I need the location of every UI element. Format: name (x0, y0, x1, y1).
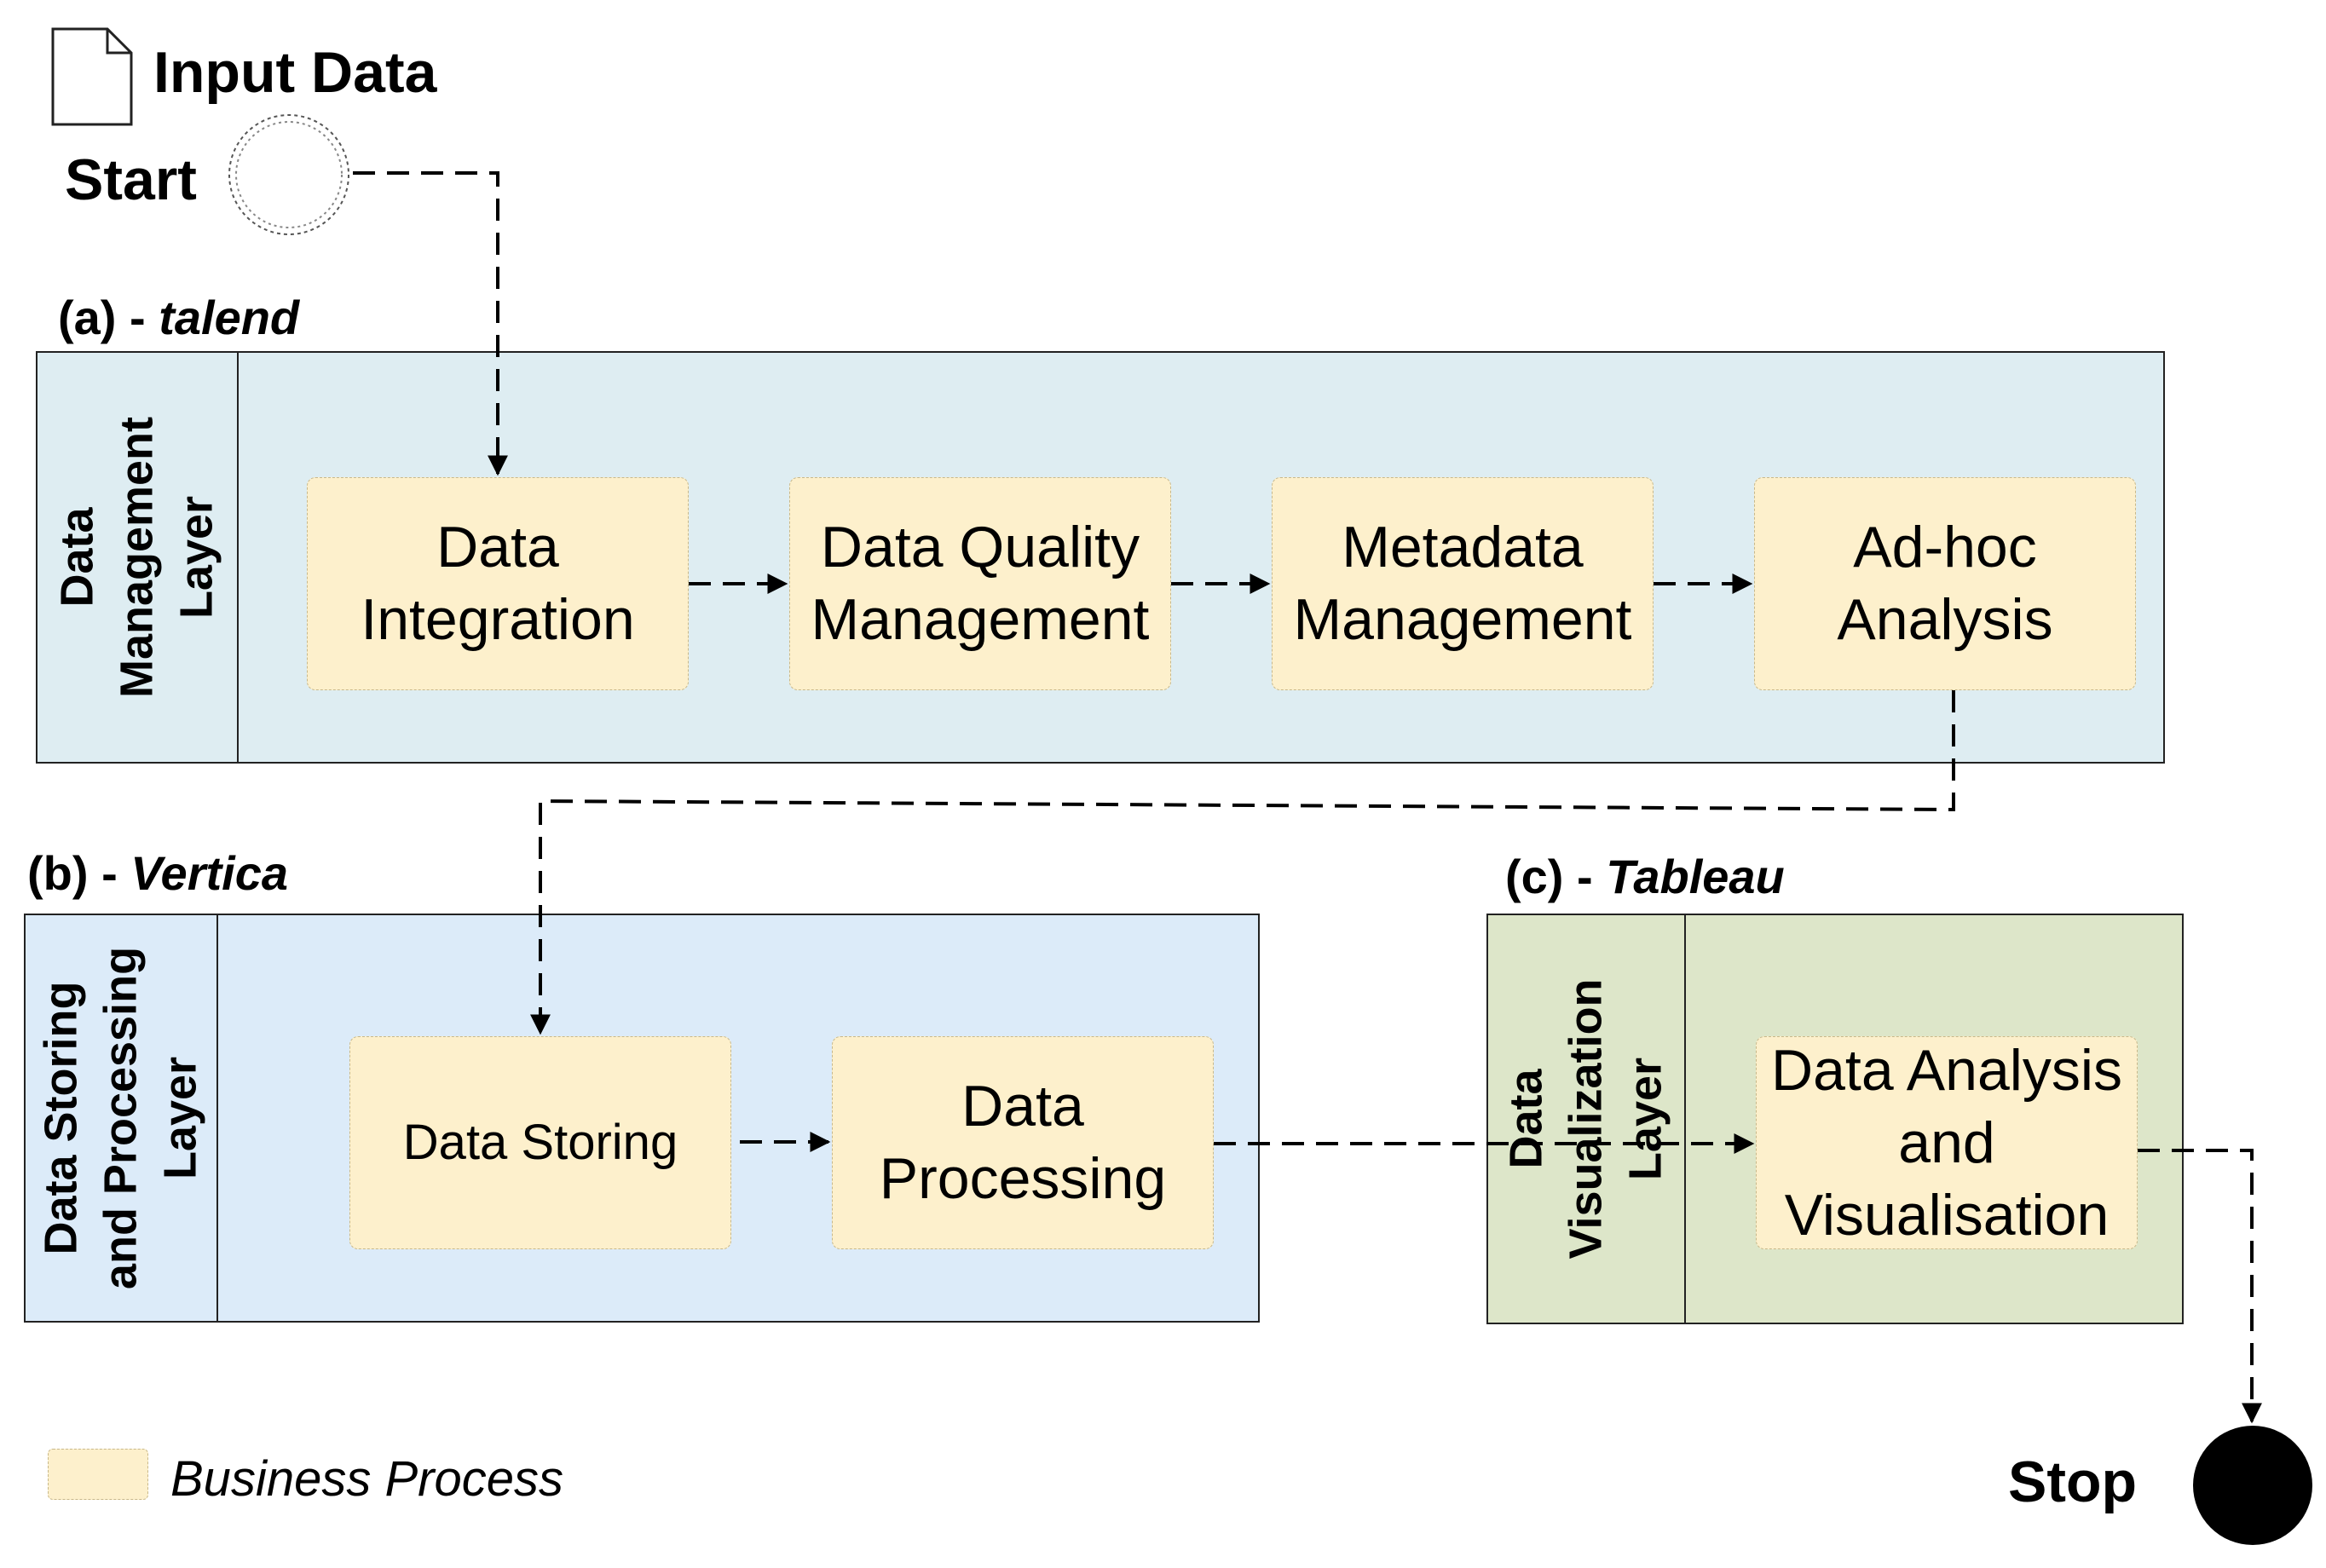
pool-b-system: Vertica (130, 846, 288, 900)
legend-swatch (48, 1449, 148, 1500)
pool-c-heading: (c) - Tableau (1505, 849, 1785, 904)
pool-c-system: Tableau (1606, 850, 1785, 903)
lane-title-data-management: Data Management Layer (48, 417, 228, 698)
task-text: Data (436, 515, 559, 579)
lane-title-line: Layer (171, 495, 223, 620)
stop-event-icon (2193, 1426, 2312, 1545)
task-data-storing[interactable]: Data Storing (349, 1036, 731, 1249)
pool-b-prefix: (b) - (27, 846, 131, 900)
task-text: Data Storing (402, 1114, 678, 1170)
lane-title-data-storing: Data Storing and Processing Layer (32, 947, 211, 1289)
stop-label: Stop (2008, 1450, 2138, 1514)
pool-b-heading: (b) - Vertica (27, 845, 288, 901)
lane-title-line: and Processing (95, 946, 147, 1290)
pool-a-prefix: (a) - (58, 291, 159, 344)
lane-title-line: Data Storing (35, 981, 87, 1255)
lane-title-line: Management (111, 416, 163, 699)
pool-a-system: talend (159, 291, 300, 344)
lane-header-data-management: Data Management Layer (38, 353, 239, 762)
lane-title-data-visualization: Data Visualization Layer (1497, 978, 1677, 1259)
lane-title-line: Layer (1620, 1057, 1672, 1181)
start-label: Start (65, 147, 197, 212)
task-text: Data Quality (820, 515, 1140, 579)
task-text: Integration (361, 587, 635, 652)
input-data-label: Input Data (153, 40, 437, 105)
task-text: Analysis (1837, 587, 2053, 652)
lane-title-line: Visualization (1560, 978, 1612, 1260)
task-text: Ad-hoc (1853, 515, 2037, 579)
start-event-icon (228, 114, 349, 235)
lane-title-line: Data (51, 507, 103, 608)
task-text: Data (961, 1074, 1084, 1139)
legend-label: Business Process (170, 1451, 563, 1507)
task-text: Management (811, 587, 1150, 652)
task-text: Processing (879, 1146, 1167, 1211)
lane-title-line: Data (1500, 1069, 1552, 1169)
task-text: Data Analysis (1771, 1037, 2122, 1103)
task-text: Visualisation (1784, 1182, 2110, 1248)
lane-title-line: Layer (155, 1056, 207, 1180)
lane-header-data-storing: Data Storing and Processing Layer (26, 915, 218, 1321)
task-text: Management (1293, 587, 1632, 652)
lane-header-data-visualization: Data Visualization Layer (1488, 915, 1686, 1323)
task-text: Metadata (1342, 515, 1584, 579)
document-icon (51, 27, 133, 126)
task-text: and (1898, 1110, 1995, 1175)
pool-c-prefix: (c) - (1505, 850, 1607, 903)
pool-a-heading: (a) - talend (58, 290, 299, 345)
